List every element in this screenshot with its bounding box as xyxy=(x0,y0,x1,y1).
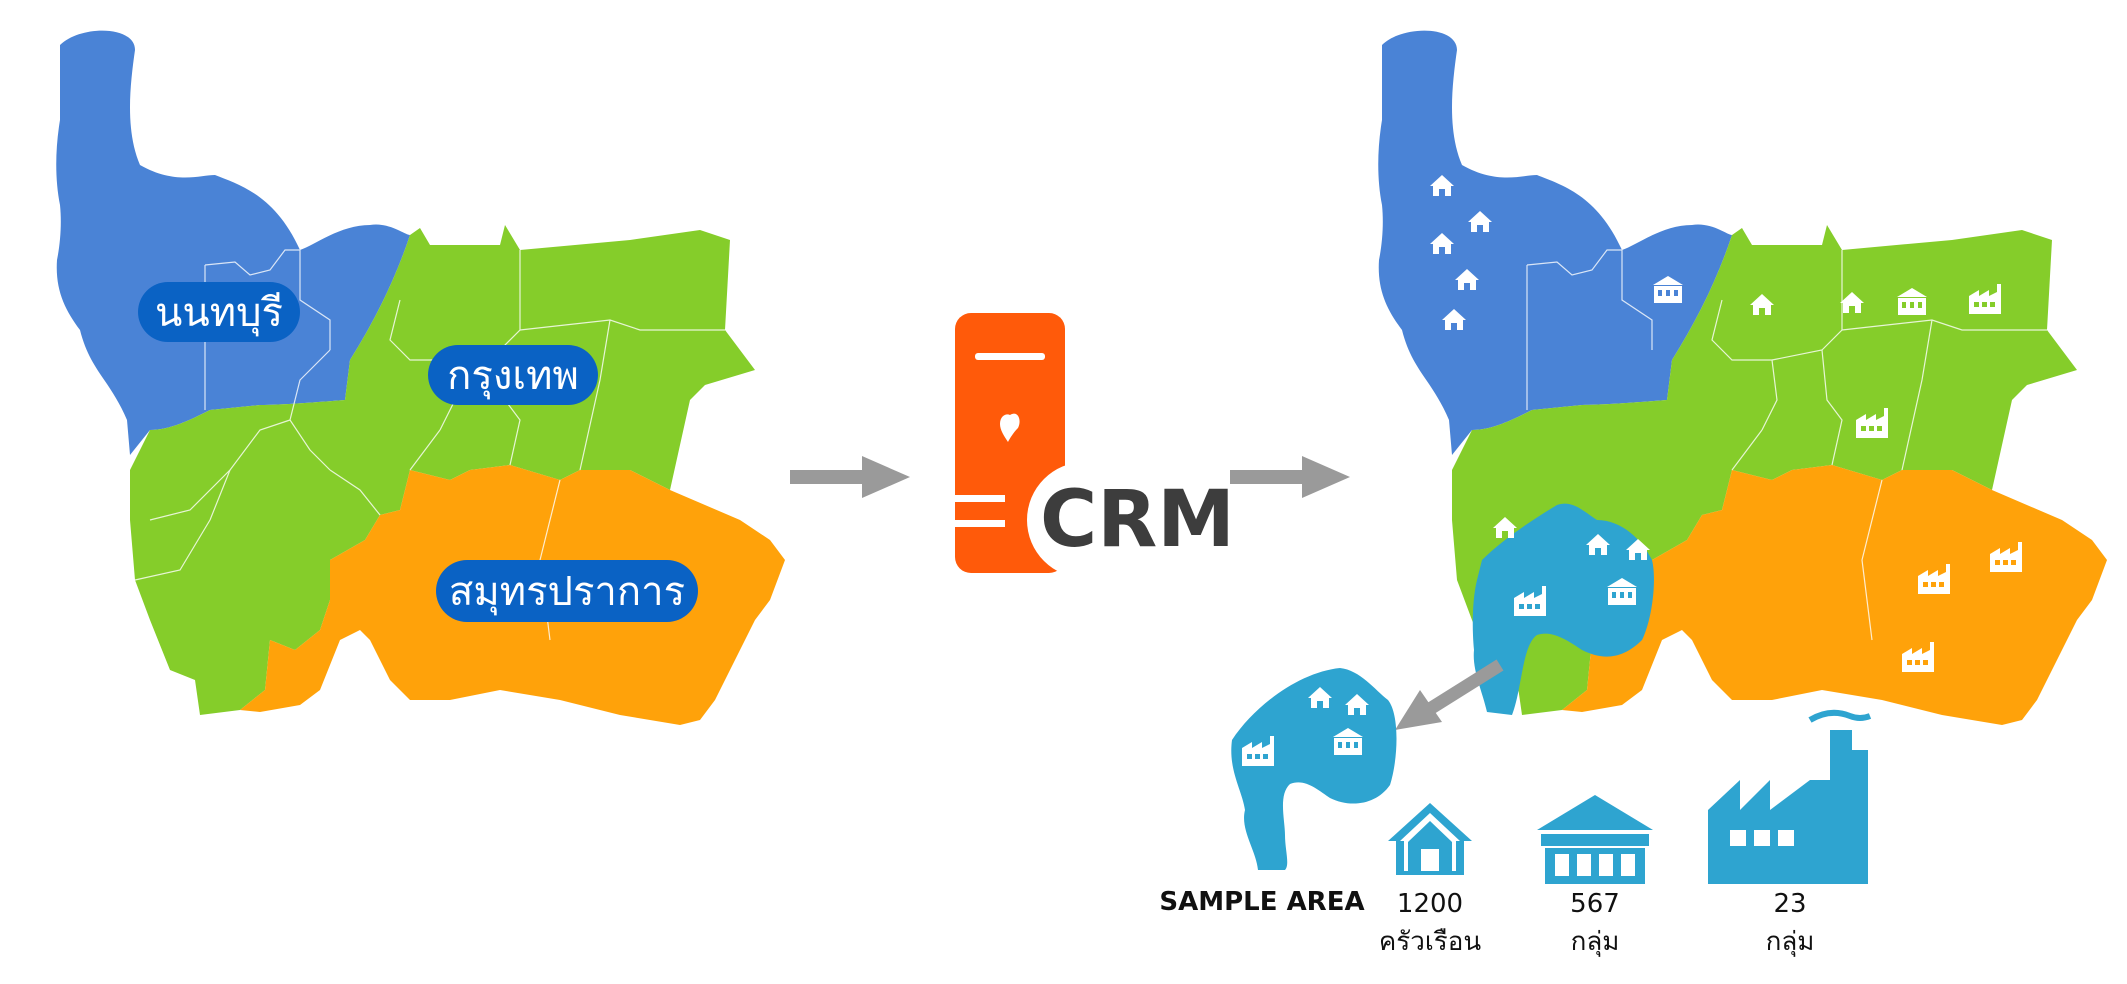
svg-text:สมุทรปราการ: สมุทรปราการ xyxy=(449,569,685,616)
region-bangkok[interactable] xyxy=(130,225,755,715)
svg-text:กรุงเทพ: กรุงเทพ xyxy=(447,353,579,400)
arrow-from-crm xyxy=(1230,456,1350,498)
left-map: นนทบุรี กรุงเทพ สมุทรปราการ xyxy=(56,30,785,725)
crm-label: CRM xyxy=(1040,475,1235,565)
sample-area-map xyxy=(1231,668,1397,870)
stat-households-unit: ครัวเรือน xyxy=(1379,927,1481,957)
label-samutprakan: สมุทรปราการ xyxy=(436,560,698,622)
sample-area-label: SAMPLE AREA xyxy=(1159,887,1364,917)
factory-icon xyxy=(1708,709,1872,884)
region-nonthaburi-segmented[interactable] xyxy=(1378,30,1732,455)
building-icon xyxy=(1537,795,1653,884)
map-factory-icons xyxy=(1514,284,2022,672)
stat-factories-value: 23 xyxy=(1773,889,1806,919)
house-icon xyxy=(1388,803,1472,875)
right-map xyxy=(1378,30,2107,725)
crm-server-icon xyxy=(955,313,1143,578)
stat-buildings-value: 567 xyxy=(1570,889,1620,919)
label-nonthaburi: นนทบุรี xyxy=(138,282,300,342)
region-sample-highlight[interactable] xyxy=(1472,503,1654,715)
region-samutprakan-segmented[interactable] xyxy=(1562,465,2107,725)
stat-households-value: 1200 xyxy=(1397,889,1463,919)
stat-factories-unit: กลุ่ม xyxy=(1766,927,1815,957)
stat-buildings-unit: กลุ่ม xyxy=(1571,927,1620,957)
region-nonthaburi[interactable] xyxy=(56,30,410,455)
svg-text:นนทบุรี: นนทบุรี xyxy=(155,290,283,337)
arrow-to-sample xyxy=(1395,659,1504,730)
map-building-icons xyxy=(1607,276,1927,605)
label-bangkok: กรุงเทพ xyxy=(428,345,598,405)
arrow-to-crm xyxy=(790,456,910,498)
